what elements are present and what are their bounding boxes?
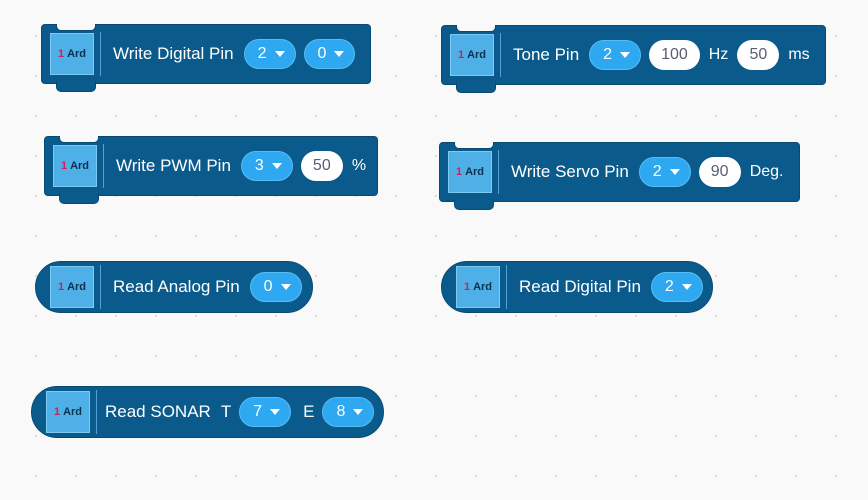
extension-number: 1 (60, 160, 68, 172)
echo-pin-dropdown[interactable]: 8 (322, 397, 375, 427)
caret-down-icon (669, 169, 680, 175)
write-servo-pin-block[interactable]: 1 Ard Write Servo Pin 2 90 Deg. (439, 142, 800, 210)
block-label: Read Analog Pin (113, 277, 240, 296)
dropdown-value: 2 (257, 45, 267, 62)
block-divider (96, 390, 97, 434)
angle-input[interactable]: 90 (698, 157, 741, 187)
block-divider (103, 144, 104, 188)
extension-text: Ard (467, 49, 487, 61)
caret-down-icon (270, 409, 281, 415)
block-divider (498, 150, 499, 194)
write-pwm-pin-block[interactable]: 1 Ard Write PWM Pin 3 50 % (44, 136, 378, 204)
extension-text: Ard (473, 281, 493, 293)
arduino-extension-icon: 1 Ard (448, 151, 492, 193)
arduino-extension-icon: 1 Ard (450, 34, 494, 76)
extension-text: Ard (465, 166, 485, 178)
caret-down-icon (620, 52, 631, 58)
block-divider (500, 33, 501, 77)
block-label: Read SONAR (105, 402, 211, 421)
block-bottom-notch (56, 81, 96, 92)
extension-number: 1 (57, 281, 65, 293)
block-label: Read Digital Pin (519, 277, 641, 296)
block-bottom-notch (59, 193, 99, 204)
arduino-extension-icon: 1 Ard (50, 266, 94, 308)
extension-number: 1 (455, 166, 463, 178)
pin-dropdown[interactable]: 0 (249, 272, 302, 302)
block-divider (100, 265, 101, 309)
block-bottom-notch (454, 199, 494, 210)
trigger-pin-dropdown[interactable]: 7 (239, 397, 292, 427)
echo-label: E (303, 402, 315, 421)
arduino-extension-icon: 1 Ard (53, 145, 97, 187)
dropdown-value: 2 (664, 278, 674, 295)
extension-number: 1 (457, 49, 465, 61)
arduino-extension-icon: 1 Ard (46, 391, 90, 433)
dropdown-value: 7 (253, 403, 263, 420)
value-dropdown[interactable]: 0 (303, 39, 356, 69)
dropdown-value: 0 (263, 278, 273, 295)
caret-down-icon (271, 163, 282, 169)
frequency-input[interactable]: 100 (649, 40, 700, 70)
block-label: Write Digital Pin (113, 44, 234, 63)
block-top-notch (454, 142, 494, 149)
pin-dropdown[interactable]: 3 (240, 151, 293, 181)
arduino-extension-icon: 1 Ard (50, 33, 94, 75)
pin-dropdown[interactable]: 2 (638, 157, 691, 187)
pin-dropdown[interactable]: 2 (650, 272, 703, 302)
extension-text: Ard (67, 48, 87, 60)
dropdown-value: 2 (652, 163, 662, 180)
caret-down-icon (353, 409, 364, 415)
dropdown-value: 0 (317, 45, 327, 62)
caret-down-icon (274, 51, 285, 57)
block-top-notch (59, 136, 99, 143)
pin-dropdown[interactable]: 2 (243, 39, 296, 69)
extension-number: 1 (53, 406, 61, 418)
write-digital-pin-block[interactable]: 1 Ard Write Digital Pin 2 0 (41, 24, 371, 92)
dropdown-value: 2 (603, 46, 613, 63)
caret-down-icon (681, 284, 692, 290)
degree-unit-label: Deg. (749, 163, 784, 180)
extension-number: 1 (463, 281, 471, 293)
block-divider (506, 265, 507, 309)
extension-text: Ard (67, 281, 87, 293)
block-top-notch (456, 25, 496, 32)
dropdown-value: 8 (336, 403, 346, 420)
read-analog-pin-block[interactable]: 1 Ard Read Analog Pin 0 (35, 261, 313, 313)
duration-unit-label: ms (788, 46, 810, 63)
dropdown-value: 3 (254, 157, 264, 174)
tone-pin-block[interactable]: 1 Ard Tone Pin 2 100 Hz 50 ms (441, 25, 826, 93)
read-sonar-block[interactable]: 1 Ard Read SONAR T 7 E 8 (31, 386, 384, 438)
pin-dropdown[interactable]: 2 (589, 40, 642, 70)
block-label: Write PWM Pin (116, 156, 231, 175)
extension-text: Ard (70, 160, 90, 172)
extension-number: 1 (57, 48, 65, 60)
duration-input[interactable]: 50 (737, 40, 780, 70)
block-divider (100, 32, 101, 76)
block-label: Tone Pin (513, 45, 580, 64)
read-digital-pin-block[interactable]: 1 Ard Read Digital Pin 2 (441, 261, 713, 313)
caret-down-icon (280, 284, 291, 290)
frequency-unit-label: Hz (708, 46, 729, 63)
block-label: Write Servo Pin (511, 162, 629, 181)
caret-down-icon (334, 51, 345, 57)
block-top-notch (56, 24, 96, 31)
arduino-extension-icon: 1 Ard (456, 266, 500, 308)
block-bottom-notch (456, 82, 496, 93)
percent-unit-label: % (351, 157, 367, 174)
pwm-value-input[interactable]: 50 (300, 151, 343, 181)
extension-text: Ard (63, 406, 83, 418)
trigger-label: T (220, 402, 232, 421)
